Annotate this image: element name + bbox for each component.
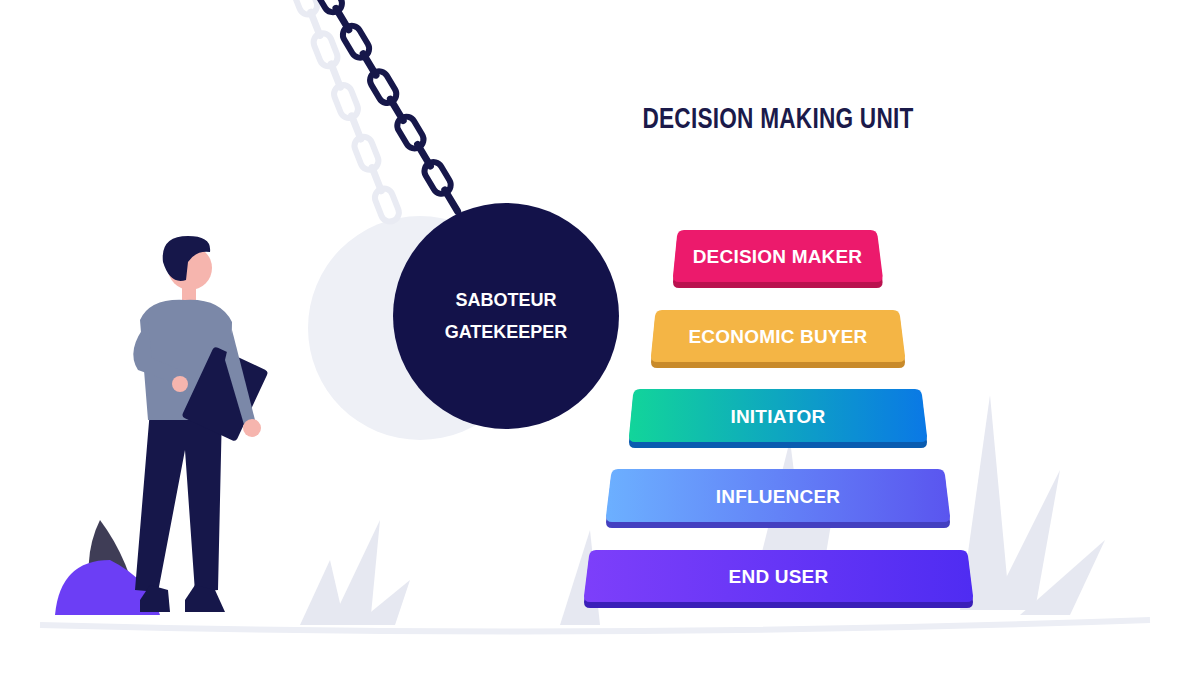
node-label: END USER — [729, 566, 829, 588]
node-label: INFLUENCER — [716, 486, 840, 508]
node-label: INITIATOR — [730, 406, 825, 428]
diagram-title: DECISION MAKING UNIT — [642, 102, 913, 135]
person — [133, 236, 268, 612]
node-label: ECONOMIC BUYER — [688, 326, 867, 348]
ghost-chain — [290, 0, 401, 224]
band-node: END USER — [584, 550, 973, 608]
band-node: DECISION MAKER — [673, 230, 883, 288]
ball-shape — [393, 203, 619, 429]
node-label: GATEKEEPER — [445, 316, 568, 348]
node-label: DECISION MAKER — [693, 246, 863, 268]
node-label: SABOTEUR — [455, 284, 556, 316]
band-node: INFLUENCER — [606, 469, 950, 528]
band-node: ECONOMIC BUYER — [651, 310, 905, 368]
band-node: INITIATOR — [629, 389, 927, 448]
ball-node: SABOTEURGATEKEEPER — [393, 203, 619, 429]
chain — [312, 0, 462, 216]
